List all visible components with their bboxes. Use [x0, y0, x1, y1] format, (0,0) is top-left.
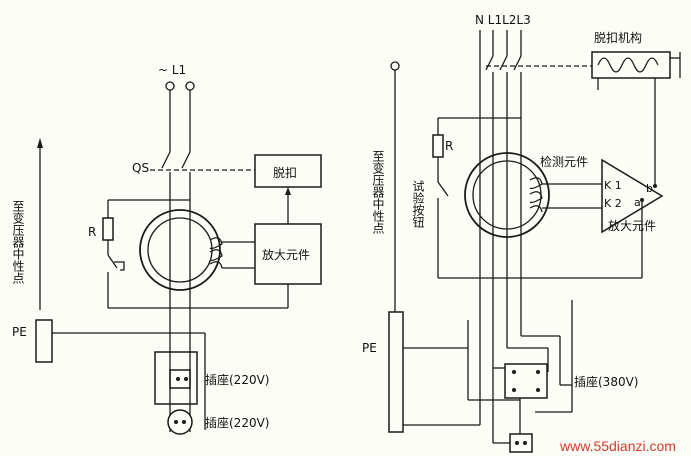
- left-resistor-label: R: [88, 225, 96, 239]
- right-socket-380: [504, 363, 548, 399]
- left-ct-coil: [209, 237, 223, 269]
- left-amp-label: 放大元件: [262, 247, 310, 262]
- right-detect-label: 检测元件: [540, 154, 588, 169]
- left-socket1-label: 插座(220V): [205, 372, 269, 387]
- right-terminal-a: a: [634, 196, 641, 209]
- qs-label: QS: [132, 161, 149, 175]
- right-test-button-label: 试验按钮: [411, 179, 425, 229]
- left-socket2: [167, 409, 193, 435]
- left-pe-label: PE: [12, 325, 27, 339]
- left-ct-outer: [139, 209, 221, 291]
- left-socket2-label: 插座(220V): [205, 415, 269, 430]
- qs-blade-2: [181, 151, 191, 169]
- left-trip-box: [254, 154, 322, 188]
- right-ct-outer: [464, 152, 550, 238]
- right-socket-label: 插座(380V): [574, 374, 638, 389]
- watermark: www.55dianzi.com: [559, 438, 676, 454]
- right-pe-label: PE: [362, 341, 377, 355]
- right-k1: K 1: [604, 179, 622, 192]
- qs-blade-1: [161, 151, 171, 169]
- right-resistor-label: R: [445, 139, 453, 153]
- left-terminal-l1: [185, 81, 195, 91]
- right-test-switch: [437, 181, 449, 197]
- right-amp-label: 放大元件: [608, 218, 656, 233]
- right-resistor: [432, 134, 444, 158]
- left-test-switch: [107, 254, 118, 269]
- right-k2: K 2: [604, 197, 622, 210]
- left-neutral-label: 至变压器中性点: [11, 200, 25, 284]
- right-line-labels: N L1L2L3: [475, 13, 531, 27]
- right-amp-triangle: [601, 158, 664, 234]
- left-amp-box: [254, 223, 322, 285]
- left-ct-inner: [147, 217, 213, 283]
- right-neutral-label: 至变压器中性点: [371, 150, 385, 234]
- right-trip-coil: [597, 57, 659, 73]
- right-terminal-b: b: [646, 182, 653, 195]
- right-ct-coil: [529, 177, 543, 213]
- left-resistor: [102, 217, 114, 241]
- left-trip-label: 脱扣: [273, 165, 297, 180]
- left-terminal-n: [165, 81, 175, 91]
- left-supply-label: ~ L1: [158, 63, 186, 77]
- right-diagram: N L1L2L3 脱扣机构 检测元件 K 1 K 2 b: [362, 13, 681, 453]
- right-socket-small: [509, 433, 533, 453]
- left-diagram: ~ L1 QS 脱扣 放大元件 R: [11, 63, 322, 435]
- right-pe-bar: [388, 311, 404, 433]
- left-pe-bar: [35, 319, 53, 363]
- right-trip-mech-label: 脱扣机构: [594, 30, 642, 45]
- right-trip-mech: [591, 51, 671, 79]
